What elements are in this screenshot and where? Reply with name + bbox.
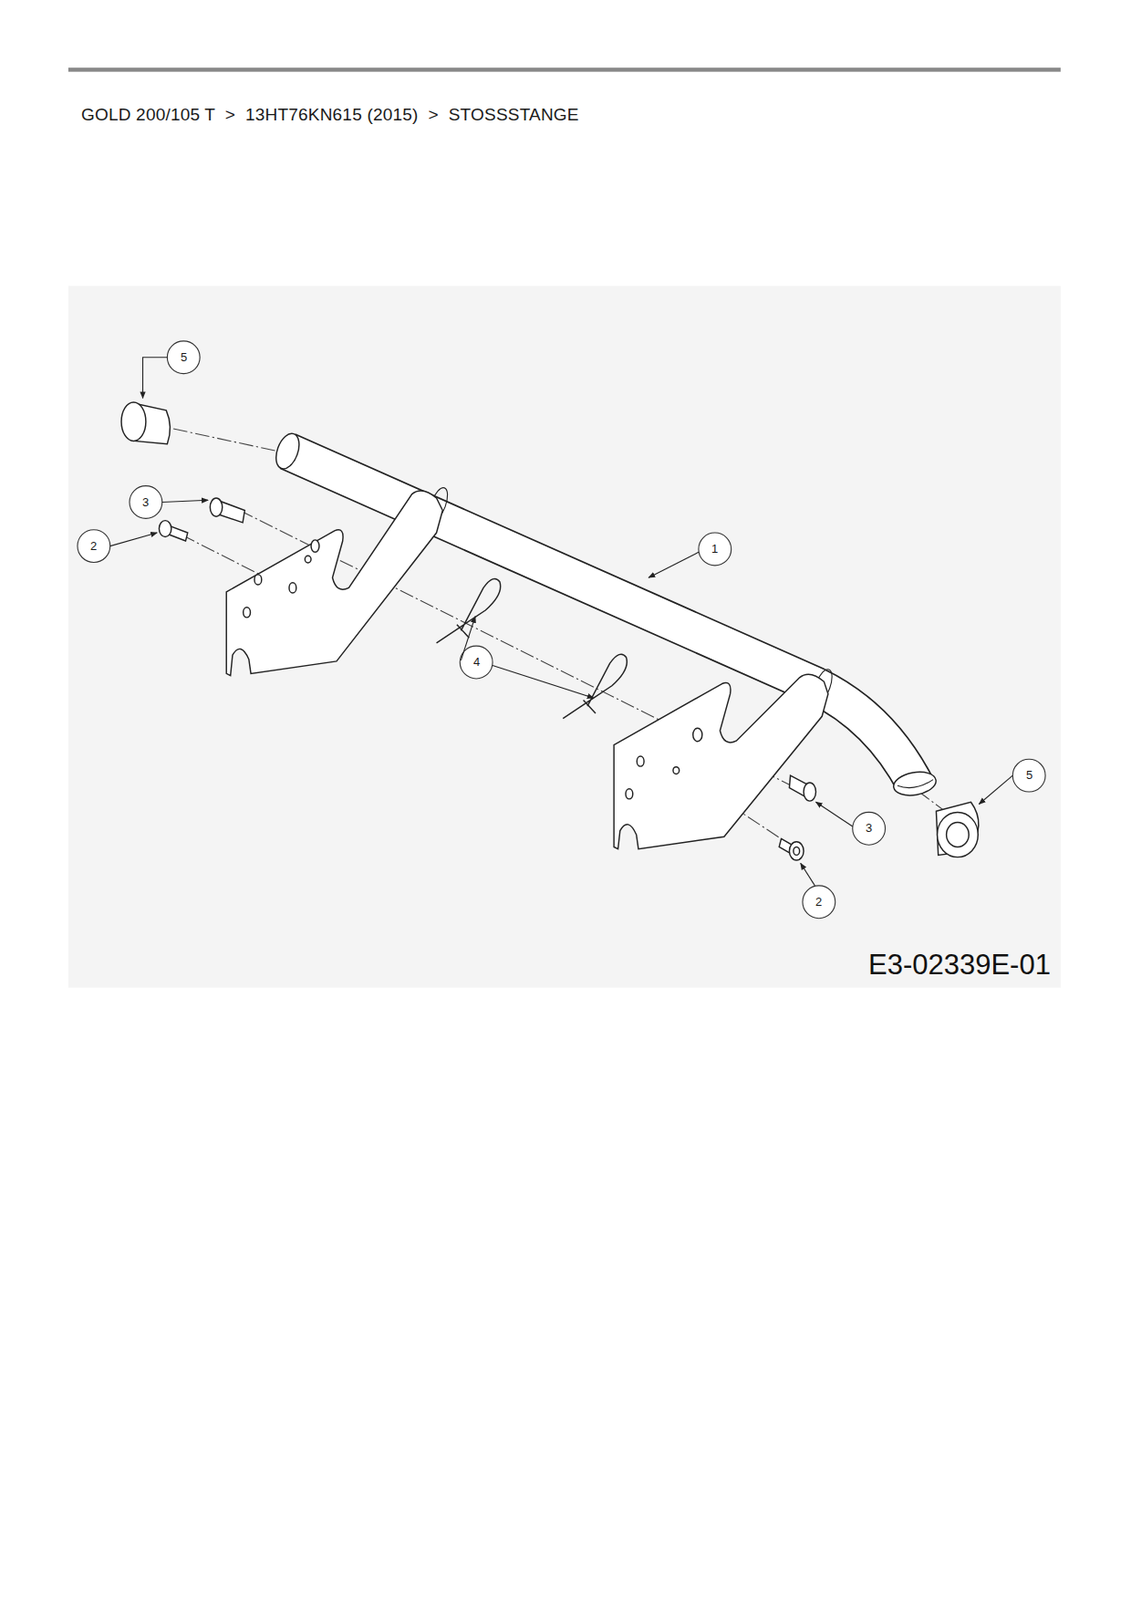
callout-number: 1 xyxy=(711,542,718,555)
callout-number: 5 xyxy=(180,351,187,364)
drawing-number: E3-02339E-01 xyxy=(868,950,1051,979)
callout-number: 2 xyxy=(815,895,822,908)
callout-number: 4 xyxy=(473,655,480,668)
callout-number: 2 xyxy=(90,539,97,552)
callout-number: 3 xyxy=(142,496,149,509)
page-title: GOLD 200/105 T > 13HT76KN615 (2015) > ST… xyxy=(81,105,580,124)
callout-number: 3 xyxy=(865,821,872,834)
callout-number: 5 xyxy=(1026,768,1033,781)
